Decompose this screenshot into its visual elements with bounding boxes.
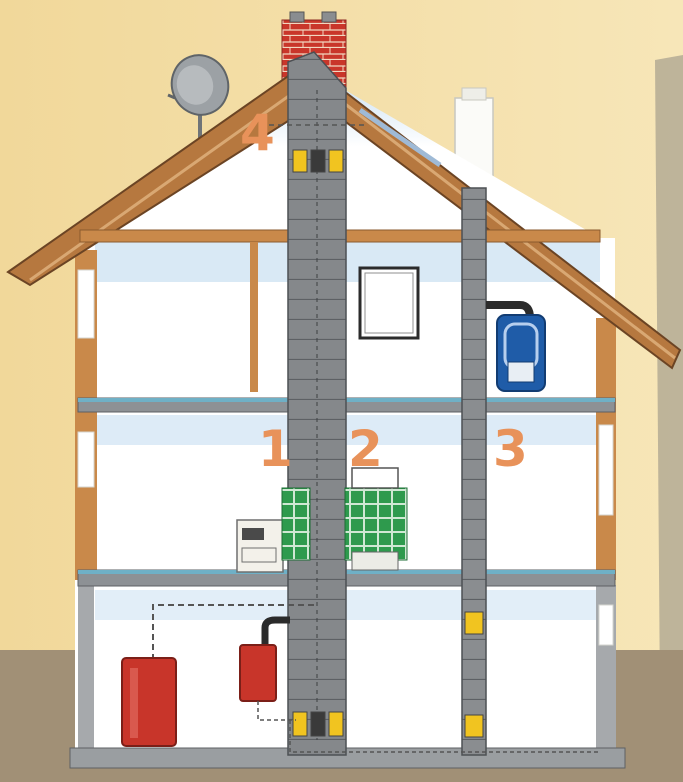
marker-4: 4	[240, 104, 275, 162]
window-icon	[360, 268, 418, 338]
marker-2: 2	[348, 420, 383, 478]
upper-post	[250, 242, 258, 392]
marker-3: 3	[493, 420, 528, 478]
marker-1: 1	[258, 420, 293, 478]
chimney-main	[288, 52, 346, 755]
left-outer-wall	[75, 250, 97, 750]
foundation	[70, 748, 625, 768]
kitchen-stove	[237, 520, 283, 572]
right-outer-wall	[596, 318, 616, 750]
chimney-secondary	[462, 188, 486, 755]
